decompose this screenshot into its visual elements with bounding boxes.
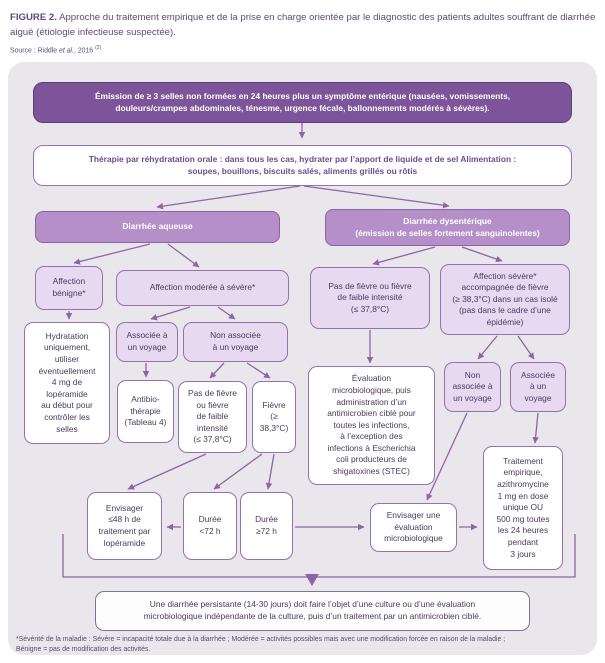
node-stool-criteria: Émission de ≥ 3 selles non formées en 24…: [33, 82, 572, 123]
node-travel-associated-right: Associée à un voyage: [510, 362, 566, 412]
figure-source: Source : Riddle et al., 2016 (2): [10, 45, 102, 55]
node-duration-over-72h: Durée ≥72 h: [240, 492, 293, 560]
node-oral-rehydration: Thérapie par réhydratation orale : dans …: [33, 145, 572, 186]
severity-footnote: *Sévérité de la maladie : Sévère = incap…: [16, 636, 506, 654]
node-travel-associated-left: Associée à un voyage: [116, 322, 178, 362]
node-moderate-severe-condition: Affection modérée à sévère*: [116, 270, 289, 306]
node-not-travel-associated-right: Non associée à un voyage: [444, 362, 501, 412]
node-consider-micro-eval: Envisager une évaluation microbiologique: [370, 503, 457, 552]
node-empirical-treatment-azithromycin: Traitement empirique, azithromycine 1 mg…: [483, 446, 563, 570]
node-hydration-only: Hydratation uniquement, utiliser éventue…: [24, 322, 110, 444]
node-fever-small: Fièvre (≥ 38,3°C): [252, 381, 296, 453]
node-duration-under-72h: Durée <72 h: [183, 492, 237, 560]
source-reference: (2): [95, 45, 102, 51]
figure-caption: Approche du traitement empirique et de l…: [10, 12, 596, 38]
node-benign-condition: Affection bénigne*: [35, 266, 103, 310]
figure-title: FIGURE 2. Approche du traitement empiriq…: [10, 11, 596, 41]
node-consider-loperamide: Envisager ≤48 h de traitement par lopéra…: [87, 492, 162, 560]
node-persistent-diarrhea: Une diarrhée persistante (14-30 jours) d…: [95, 591, 530, 631]
node-no-fever-small: Pas de fièvre ou fièvre de faible intens…: [178, 381, 247, 453]
node-antibiotherapy: Antibio- thérapie (Tableau 4): [117, 380, 174, 443]
node-micro-eval-targeted-antimicrobial: Évaluation microbiologique, puis adminis…: [308, 366, 435, 485]
node-not-travel-associated-left: Non associée à un voyage: [183, 322, 288, 362]
node-watery-diarrhea-header: Diarrhée aqueuse: [35, 211, 280, 243]
node-no-fever-dysenteric: Pas de fièvre ou fièvre de faible intens…: [310, 267, 430, 329]
node-dysenteric-diarrhea-header: Diarrhée dysentérique (émission de selle…: [325, 209, 570, 246]
node-severe-with-fever: Affection sévère* accompagnée de fièvre …: [440, 264, 570, 335]
figure-number: FIGURE 2.: [10, 12, 57, 23]
